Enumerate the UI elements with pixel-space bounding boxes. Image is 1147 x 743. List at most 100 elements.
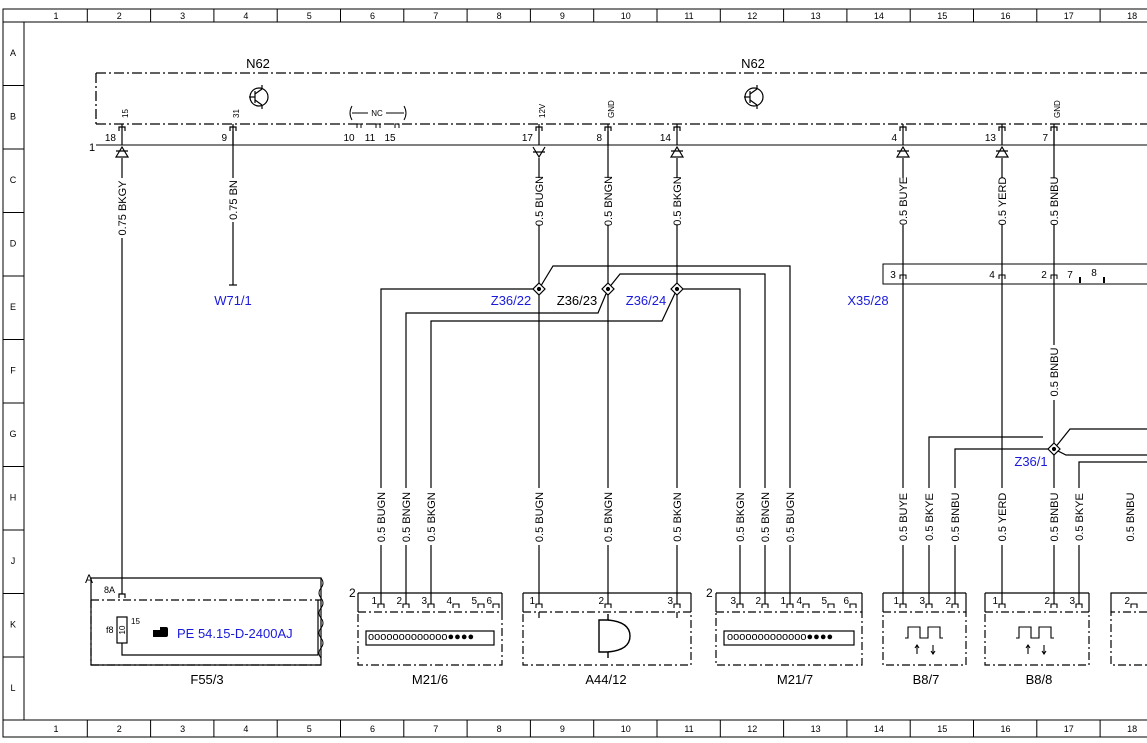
wire-label: 0.75 BKGY: [117, 180, 129, 236]
ref-z36-23: Z36/23: [557, 293, 597, 308]
m21-6-name: M21/6: [412, 672, 448, 687]
grid-column-label: 18: [1127, 724, 1137, 734]
grid-column-label: 8: [497, 724, 502, 734]
wire-label: 0.5 BUGN: [376, 492, 388, 542]
m21-7-marker: 2: [706, 586, 713, 600]
grid-row-label: A: [10, 48, 16, 58]
m21-6-marker: 2: [349, 586, 356, 600]
grid-row-label: L: [10, 683, 15, 693]
grid-row-label: J: [11, 556, 16, 566]
transistor-icon: [249, 85, 269, 109]
grid-column-label: 11: [684, 11, 693, 21]
pin-number: 9: [221, 133, 227, 144]
wire-label: 0.5 BKYE: [924, 493, 936, 541]
f55-marker: A: [85, 572, 93, 586]
pin-number: 14: [660, 133, 672, 144]
wire-runs: [121, 131, 1147, 604]
pin-terminal-label: 31: [232, 109, 241, 118]
grid-column-label: 16: [1000, 11, 1010, 21]
wire-label: 0.5 YERD: [997, 177, 1009, 226]
f55-3-component: [90, 577, 324, 666]
component-pin-number: 3: [919, 596, 925, 607]
grid-column-label: 16: [1000, 724, 1010, 734]
x35-pin: 4: [989, 270, 995, 281]
m21-6-component: [357, 592, 503, 666]
component-pin-socket: [899, 603, 907, 608]
pin-number: 8: [596, 133, 602, 144]
grid-column-label: 9: [560, 724, 565, 734]
ref-x35-28[interactable]: X35/28: [847, 293, 888, 308]
component-pin-socket: [761, 603, 769, 608]
ref-z36-1[interactable]: Z36/1: [1014, 454, 1047, 469]
ref-w71-1[interactable]: W71/1: [214, 293, 252, 308]
fuse-id: f8: [106, 625, 114, 635]
wire-label: 0.5 BNGN: [603, 176, 615, 226]
grid-row-label: K: [10, 620, 16, 630]
wire-label: 0.75 BN: [228, 180, 240, 220]
a44-12-name: A44/12: [585, 672, 626, 687]
grid-column-label: 11: [684, 724, 693, 734]
nc-bracket: [349, 105, 407, 128]
pin-number: 7: [1042, 133, 1048, 144]
pin-number: 11: [365, 133, 376, 144]
ref-z36-24[interactable]: Z36/24: [626, 293, 666, 308]
b8-9-component: [1110, 592, 1147, 666]
component-pin-number: 2: [945, 596, 951, 607]
n62-module: [95, 72, 1147, 125]
m21-6-chain: ooooooooooooo●●●●: [368, 631, 474, 643]
grid-column-label: 8: [497, 11, 502, 21]
grid-column-label: 5: [307, 724, 312, 734]
grid-column-label: 3: [180, 11, 185, 21]
grid-column-label: 14: [874, 724, 884, 734]
b8-8-component: [984, 592, 1090, 666]
component-pin-socket: [673, 603, 681, 608]
m21-7-chain: ooooooooooooo●●●●: [727, 631, 833, 643]
component-pin-socket: [1130, 603, 1138, 608]
component-pin-socket: [998, 603, 1006, 608]
splice-points: [532, 282, 1061, 456]
pin-number: 15: [384, 133, 396, 144]
grid-column-label: 3: [180, 724, 185, 734]
wire-label: 0.5 BNBU: [1125, 492, 1137, 541]
component-pin-number: 6: [843, 596, 849, 607]
component-pin-socket: [377, 603, 385, 608]
component-pin-number: 4: [796, 596, 802, 607]
grid-row-label: D: [10, 239, 17, 249]
component-pin-socket: [492, 603, 500, 608]
component-pin-number: 3: [667, 596, 673, 607]
component-pin-socket: [736, 603, 744, 608]
grid-column-label: 14: [874, 11, 884, 21]
grid-column-label: 2: [117, 11, 122, 21]
wire-label: 0.5 BKGN: [672, 492, 684, 542]
wire-label: 0.5 BUGN: [534, 176, 546, 226]
grid-column-label: 15: [937, 11, 947, 21]
x35-pin: 7: [1067, 270, 1073, 281]
pin-number: 18: [105, 133, 117, 144]
arrow-down-icon: [532, 146, 546, 159]
component-pin-socket: [452, 603, 460, 608]
wire-label: 0.5 BUYE: [898, 177, 910, 225]
component-pin-number: 5: [471, 596, 477, 607]
grid-row-label: G: [9, 429, 16, 439]
pin-number: 17: [522, 133, 534, 144]
pin-number: 10: [343, 133, 355, 144]
x35-pin: 8: [1091, 268, 1097, 279]
ref-z36-22[interactable]: Z36/22: [491, 293, 531, 308]
grid-column-label: 1: [53, 724, 58, 734]
component-pin-socket: [477, 603, 485, 608]
b8-7-name: B8/7: [913, 672, 940, 687]
component-pin-number: 2: [598, 596, 604, 607]
grid-row-label: C: [10, 175, 17, 185]
component-pin-socket: [802, 603, 810, 608]
grid-column-label: 12: [747, 11, 757, 21]
b8-7-component: [882, 592, 967, 666]
x35-pin: 2: [1041, 270, 1047, 281]
f55-service-ref-link[interactable]: PE 54.15-D-2400AJ: [177, 626, 293, 641]
pin-terminal-label: 15: [121, 109, 130, 118]
sensor-pulse-icon: [905, 626, 943, 655]
frame: [2, 8, 1147, 738]
speaker-icon: [598, 614, 631, 658]
